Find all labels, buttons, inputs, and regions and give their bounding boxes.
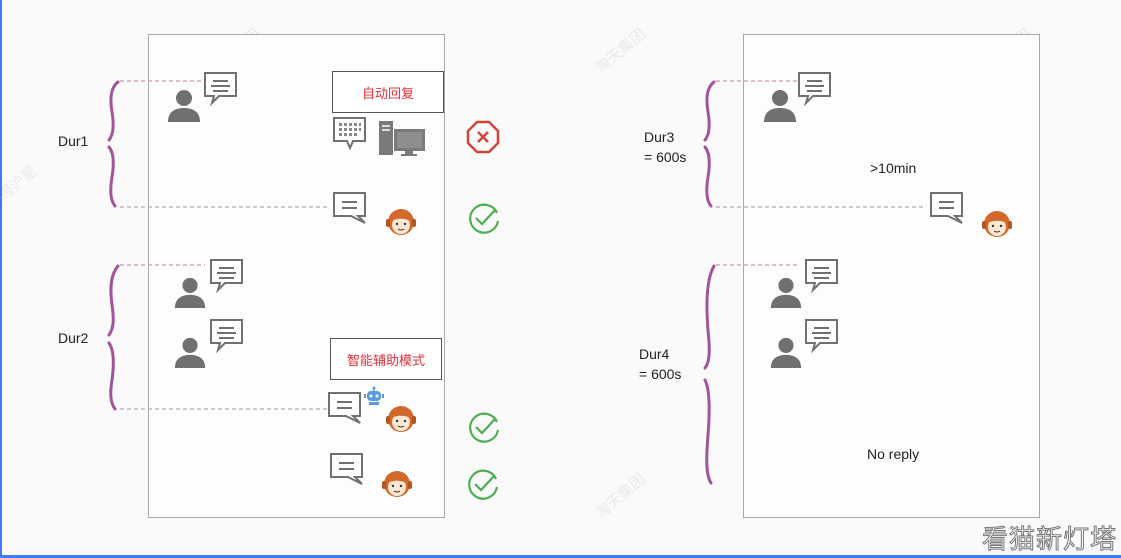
dur2-label: Dur2 [58,330,89,346]
customer-icon [770,337,802,369]
smart-assist-box: 智能辅助模式 [330,338,442,380]
dur4-label: Dur4 = 600s [639,344,681,384]
reply-bubble-icon [930,192,963,224]
message-bubble-icon [798,72,831,107]
agent-icon [382,471,412,497]
message-bubble-icon [805,259,838,294]
customer-icon [764,90,796,122]
agent-icon [386,209,416,235]
dur4-name: Dur4 [639,346,670,362]
agent-icon [982,211,1012,237]
computer-icon [379,121,425,156]
fail-icon [466,120,500,154]
reply-bubble-icon [330,453,363,485]
dur1-label: Dur1 [58,133,89,149]
customer-icon [168,90,200,122]
wait-note: >10min [870,160,917,176]
brace-dur3-bottom [703,145,713,208]
no-reply-note: No reply [867,446,920,462]
brace-dur4-bottom [703,378,713,485]
frame-bottom-border [0,555,1121,558]
reply-bubble-icon [328,392,361,424]
robot-icon [364,386,384,405]
customer-icon [174,337,206,369]
reply-bubble-icon [333,192,366,224]
customer-icon [174,277,206,309]
brace-dur1-top [107,80,120,142]
customer-icon [770,277,802,309]
message-bubble-icon [210,319,243,354]
corner-watermark: 看猫新灯塔 [981,525,1117,556]
message-bubble-icon [805,319,838,354]
frame-left-border [0,0,2,558]
keyboard-bubble-icon [333,117,366,151]
dur3-label: Dur3 = 600s [644,127,686,167]
brace-dur2-top [107,264,120,337]
brace-dur4-top [703,264,716,370]
auto-reply-box: 自动回复 [332,71,444,113]
brace-dur2-bottom [107,341,117,411]
message-bubble-icon [204,72,237,107]
brace-dur3-top [703,80,716,142]
success-icon [468,469,499,500]
message-bubble-icon [210,259,243,294]
brace-dur1-bottom [107,145,117,208]
dur4-value: = 600s [639,366,682,382]
dur3-value: = 600s [644,149,687,165]
success-icon [469,412,500,443]
success-icon [469,203,500,234]
agent-icon [386,406,416,432]
dur3-name: Dur3 [644,129,675,145]
